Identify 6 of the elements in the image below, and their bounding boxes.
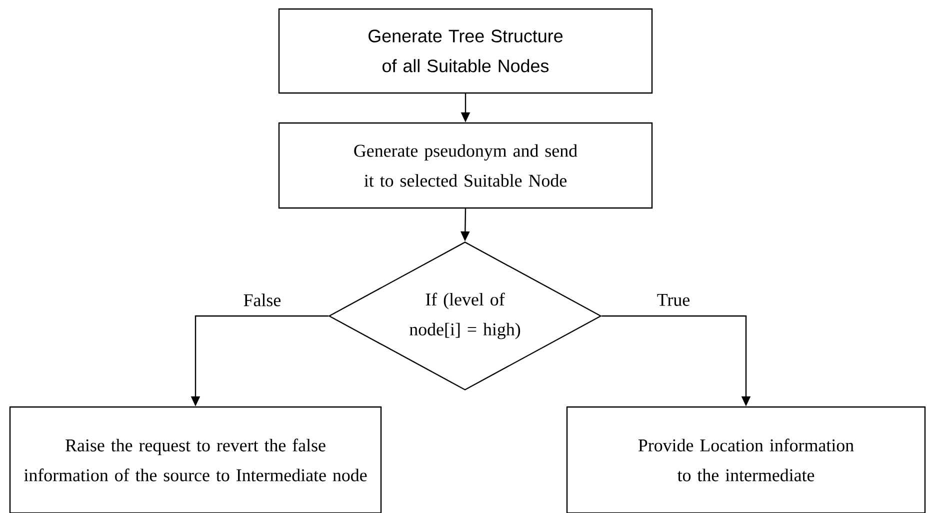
edge-label: True [656,293,692,307]
edge-label: False [242,292,282,308]
process-box: Raise the request to revert the false information of the source to Intermediate node [9,406,382,513]
process-box: Generate pseudonym and send it to selected Suitable Node [278,122,653,209]
process-box: Generate Tree Structure of all Suitable Nodes [278,8,653,94]
process-box: Provide Location information to the intermediate [566,406,926,513]
